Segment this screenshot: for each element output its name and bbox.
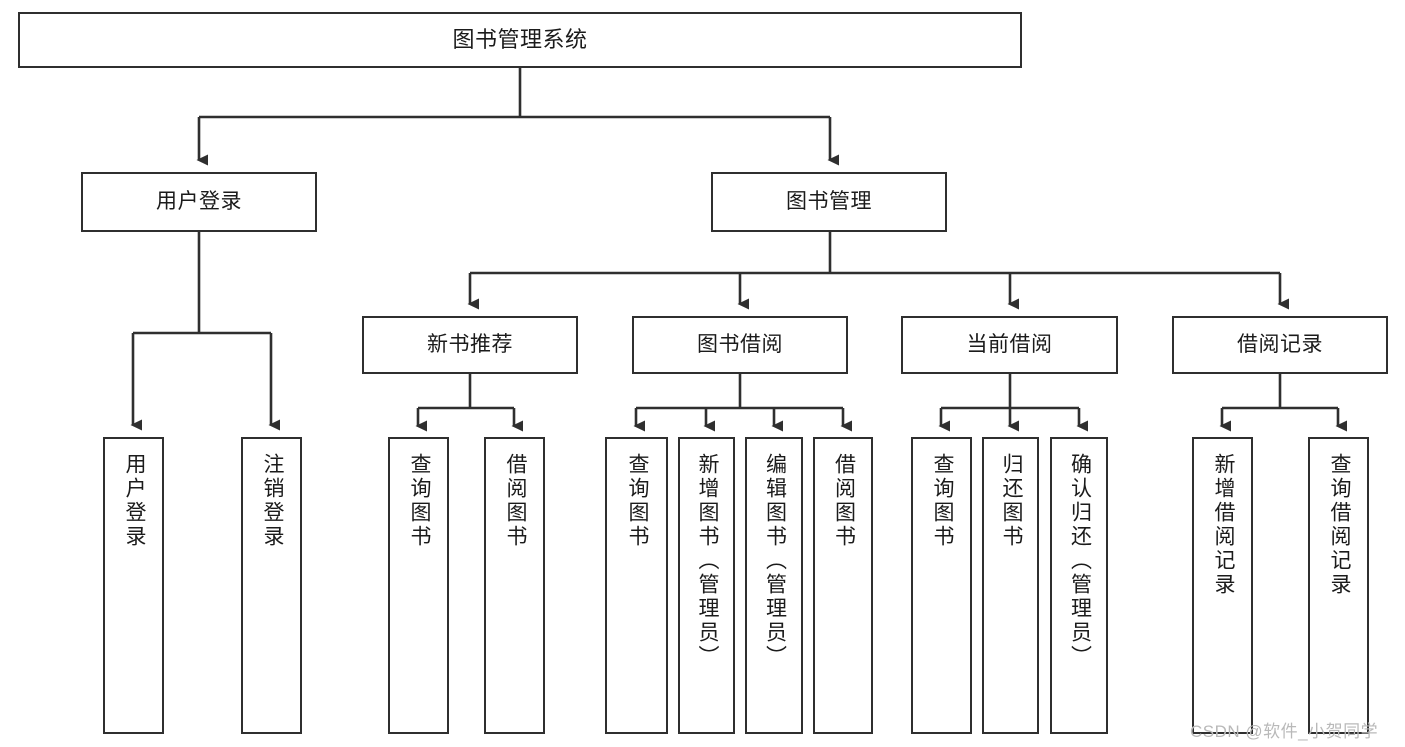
node-book-borrow[interactable]: 图书借阅 [632, 316, 848, 374]
node-leaf-logout-label: 注销登录 [260, 453, 284, 549]
node-new-book-recommend-label: 新书推荐 [427, 333, 513, 357]
node-current-borrow-label: 当前借阅 [966, 333, 1053, 357]
node-user-login[interactable]: 用户登录 [81, 172, 317, 232]
node-leaf-edit-book-label: 编辑图书（管理员） [763, 453, 787, 669]
node-leaf-query-record-label: 查询借阅记录 [1327, 453, 1351, 597]
node-leaf-add-record-label: 新增借阅记录 [1211, 453, 1235, 597]
node-leaf-borrow-book-2[interactable]: 借阅图书 [813, 437, 873, 734]
node-user-login-label: 用户登录 [156, 190, 242, 214]
node-leaf-borrow-book-1-label: 借阅图书 [503, 453, 527, 549]
node-leaf-query-book-3[interactable]: 查询图书 [911, 437, 972, 734]
node-borrow-record-label: 借阅记录 [1237, 333, 1323, 357]
node-leaf-query-book-1-label: 查询图书 [407, 453, 431, 549]
node-leaf-query-book-2[interactable]: 查询图书 [605, 437, 668, 734]
node-book-management[interactable]: 图书管理 [711, 172, 947, 232]
node-book-borrow-label: 图书借阅 [697, 333, 783, 357]
node-leaf-query-book-2-label: 查询图书 [625, 453, 649, 549]
node-leaf-return-book-label: 归还图书 [999, 453, 1023, 549]
node-leaf-borrow-book-2-label: 借阅图书 [832, 453, 856, 549]
node-new-book-recommend[interactable]: 新书推荐 [362, 316, 578, 374]
node-leaf-confirm-return-label: 确认归还（管理员） [1068, 453, 1092, 669]
node-leaf-user-login-label: 用户登录 [122, 453, 146, 549]
csdn-watermark: CSDN @软件_小贺同学 [1190, 722, 1379, 741]
node-leaf-edit-book[interactable]: 编辑图书（管理员） [745, 437, 803, 734]
node-leaf-confirm-return[interactable]: 确认归还（管理员） [1050, 437, 1108, 734]
node-leaf-query-book-1[interactable]: 查询图书 [388, 437, 449, 734]
node-leaf-return-book[interactable]: 归还图书 [982, 437, 1039, 734]
node-book-management-label: 图书管理 [786, 190, 872, 214]
node-leaf-user-login[interactable]: 用户登录 [103, 437, 164, 734]
node-leaf-add-record[interactable]: 新增借阅记录 [1192, 437, 1253, 734]
node-leaf-add-book[interactable]: 新增图书（管理员） [678, 437, 735, 734]
node-root[interactable]: 图书管理系统 [18, 12, 1022, 68]
node-leaf-borrow-book-1[interactable]: 借阅图书 [484, 437, 545, 734]
node-leaf-logout[interactable]: 注销登录 [241, 437, 302, 734]
node-borrow-record[interactable]: 借阅记录 [1172, 316, 1388, 374]
node-current-borrow[interactable]: 当前借阅 [901, 316, 1118, 374]
node-leaf-query-record[interactable]: 查询借阅记录 [1308, 437, 1369, 734]
node-leaf-query-book-3-label: 查询图书 [930, 453, 954, 549]
node-root-label: 图书管理系统 [452, 26, 588, 52]
node-leaf-add-book-label: 新增图书（管理员） [695, 453, 719, 669]
